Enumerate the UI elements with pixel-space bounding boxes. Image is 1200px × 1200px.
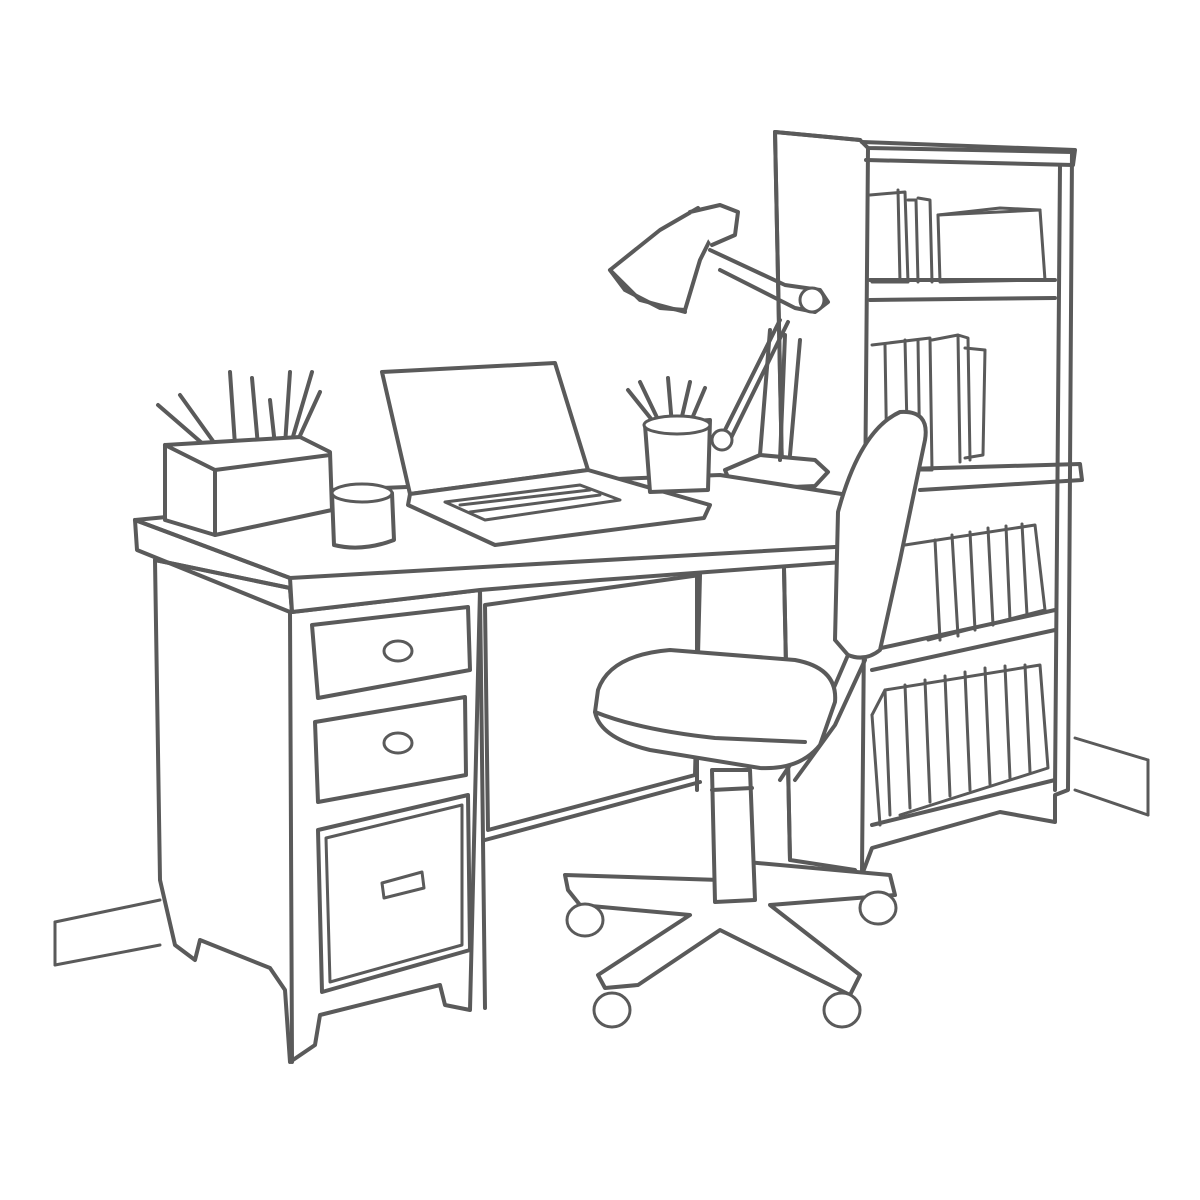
books-top-shelf: [868, 188, 1047, 284]
desk-drawer-top: [310, 605, 472, 700]
floor-baseboard-left: [53, 898, 162, 967]
pencil-holder: [156, 370, 334, 537]
books-bottom-shelf: [870, 663, 1050, 827]
coffee-cup: [330, 482, 396, 550]
office-chair: [563, 409, 928, 1029]
pen-cup: [626, 376, 712, 494]
desk-lamp: [608, 203, 830, 490]
laptop: [380, 361, 712, 547]
floor-baseboard-right: [1073, 736, 1150, 817]
books-lower-shelf: [903, 522, 1047, 642]
desk-drawer-middle: [313, 695, 468, 804]
file-cabinet-drawer: [316, 793, 472, 994]
